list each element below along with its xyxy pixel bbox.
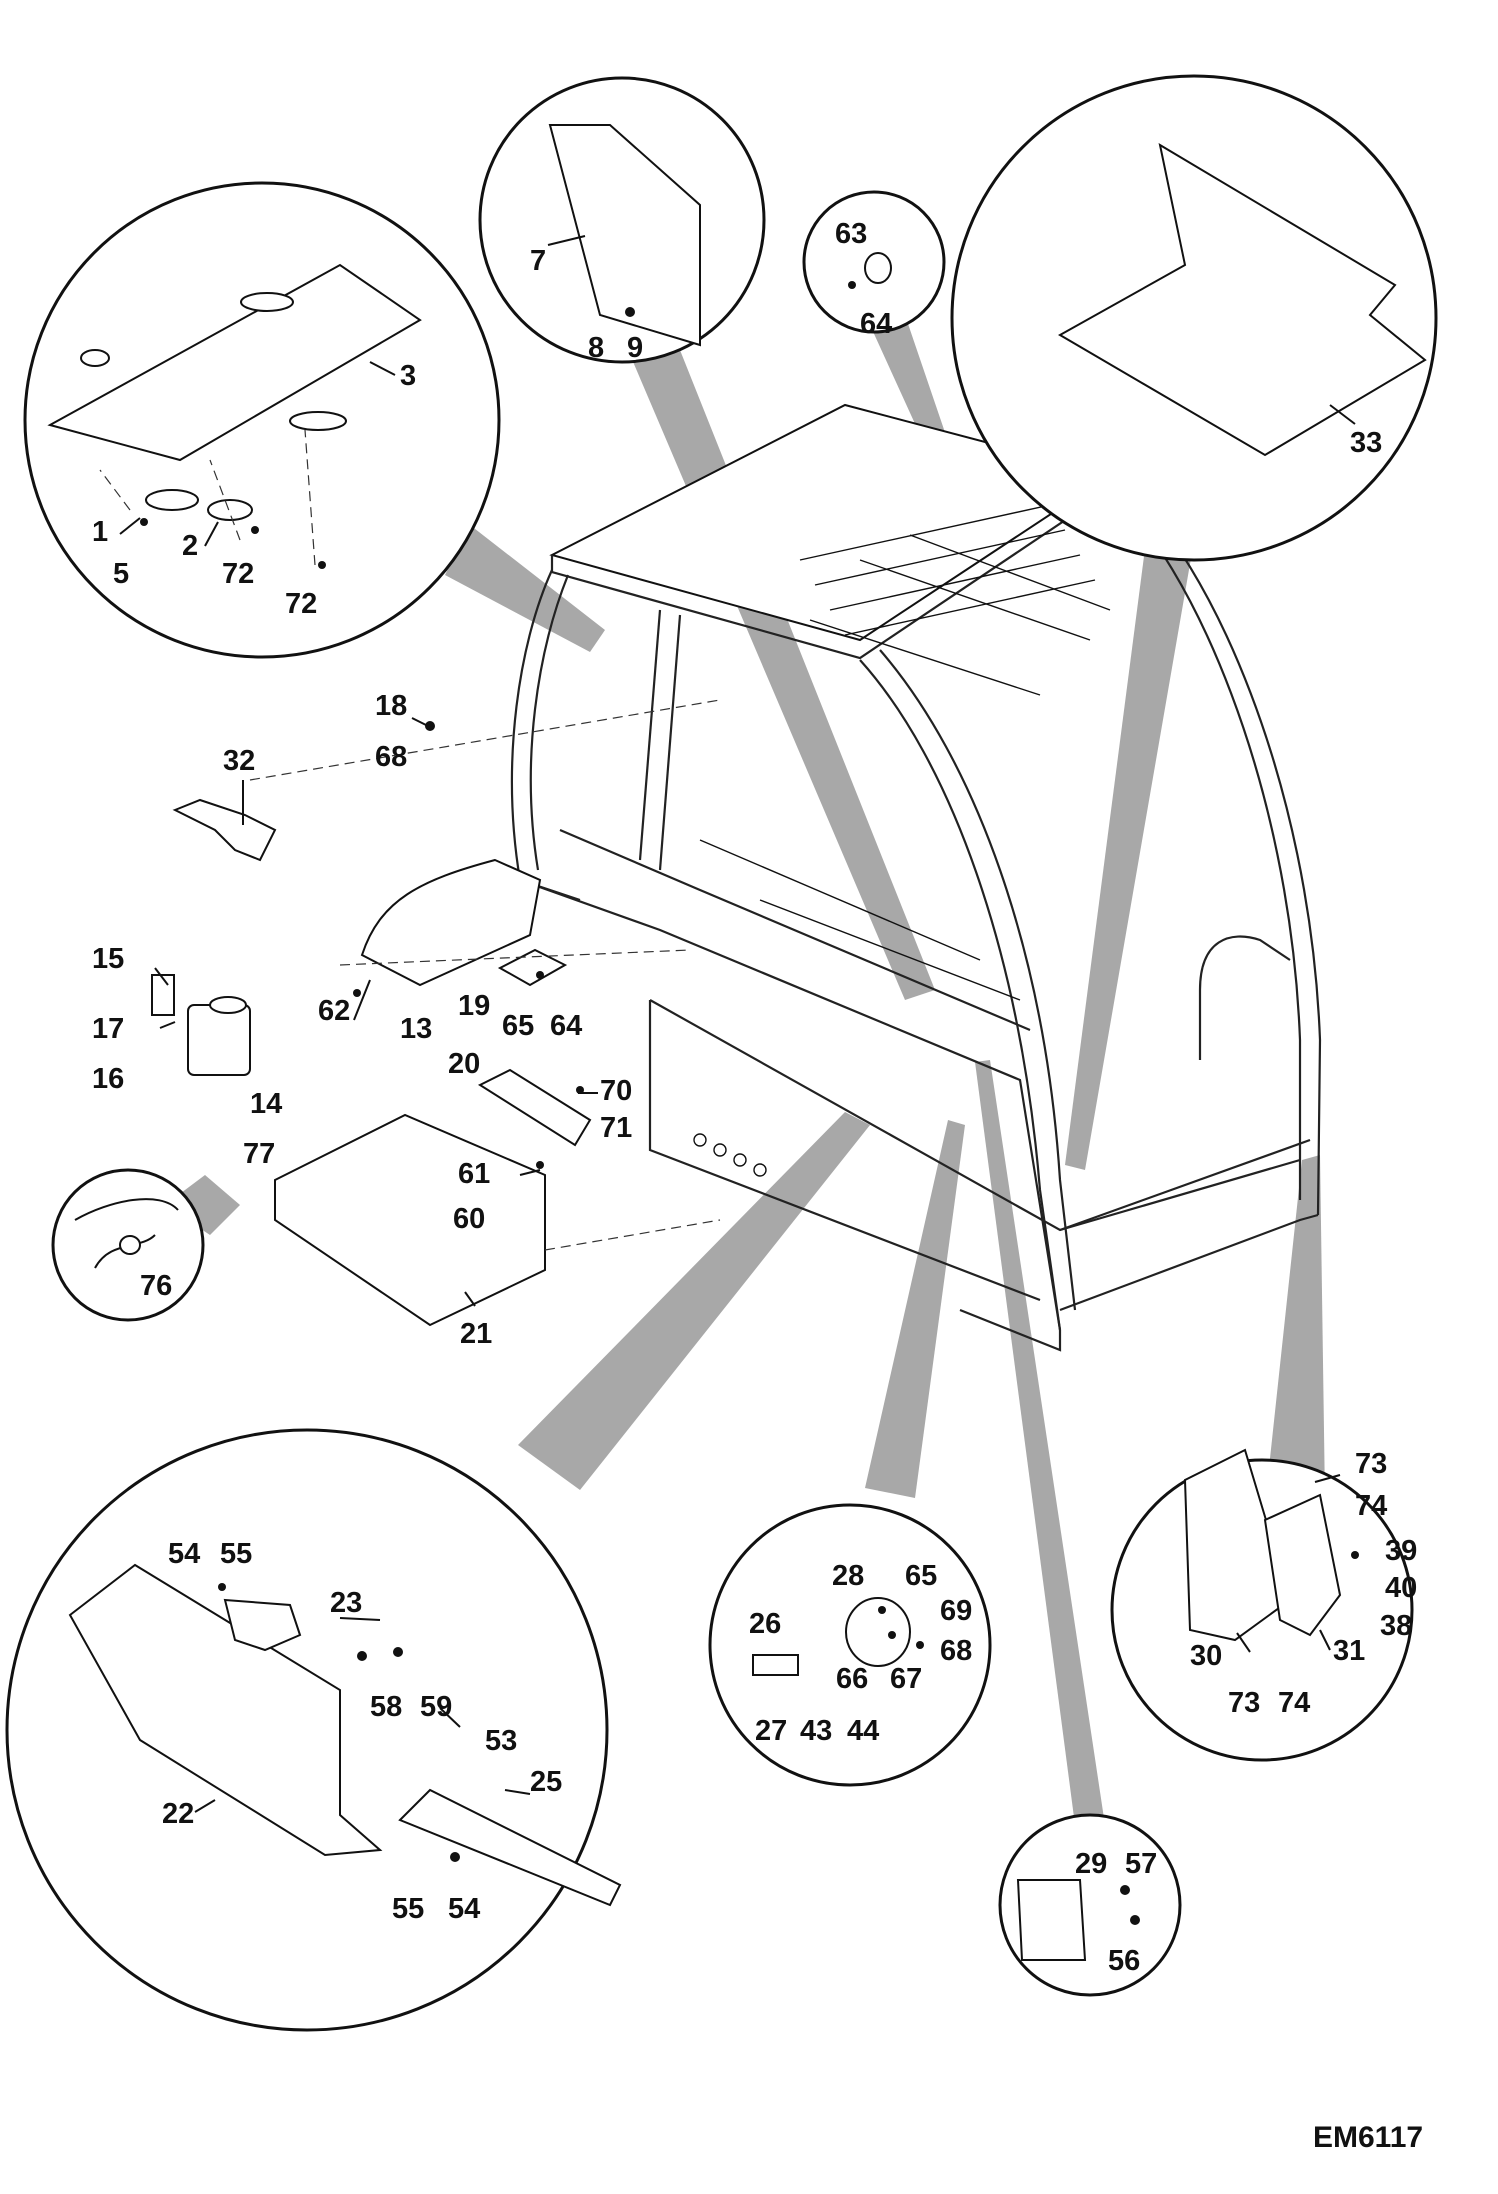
callout-20: 20	[448, 1048, 480, 1080]
callout-15: 15	[92, 943, 124, 975]
callout-64: 64	[860, 308, 892, 340]
callout-74: 74	[1355, 1490, 1387, 1522]
callout-5: 5	[113, 558, 129, 590]
callout-62: 62	[318, 995, 350, 1027]
callout-13: 13	[400, 1013, 432, 1045]
callout-21: 21	[460, 1318, 492, 1350]
callout-59: 59	[420, 1691, 452, 1723]
callout-72: 72	[285, 588, 317, 620]
callout-55: 55	[392, 1893, 424, 1925]
callout-labels: 1 2 3 5 72 72 7 8 9 63 64 33 18 68 32 15…	[92, 218, 1417, 1977]
callout-76: 76	[140, 1270, 172, 1302]
callout-74: 74	[1278, 1687, 1310, 1719]
callout-25: 25	[530, 1766, 562, 1798]
callout-43: 43	[800, 1715, 832, 1747]
callout-63: 63	[835, 218, 867, 250]
callout-1: 1	[92, 516, 108, 548]
callout-70: 70	[600, 1075, 632, 1107]
callout-61: 61	[458, 1158, 490, 1190]
callout-73: 73	[1355, 1448, 1387, 1480]
callout-58: 58	[370, 1691, 402, 1723]
callout-19: 19	[458, 990, 490, 1022]
callout-31: 31	[1333, 1635, 1365, 1667]
callout-16: 16	[92, 1063, 124, 1095]
callout-65: 65	[905, 1560, 937, 1592]
callout-66: 66	[836, 1663, 868, 1695]
callout-17: 17	[92, 1013, 124, 1045]
diagram-code: EM6117	[1313, 2121, 1423, 2154]
callout-44: 44	[847, 1715, 879, 1747]
callout-30: 30	[1190, 1640, 1222, 1672]
callout-7: 7	[530, 245, 546, 277]
headliner-panel	[47, 263, 422, 462]
loose-parts	[151, 699, 721, 1327]
detail-harness	[51, 1168, 205, 1322]
detail-pointers	[165, 315, 1325, 1825]
callout-28: 28	[832, 1560, 864, 1592]
callout-54: 54	[168, 1538, 200, 1570]
callout-67: 67	[890, 1663, 922, 1695]
detail-headliner	[23, 181, 501, 659]
callout-53: 53	[485, 1725, 517, 1757]
callout-57: 57	[1125, 1848, 1157, 1880]
callout-38: 38	[1380, 1610, 1412, 1642]
callout-73: 73	[1228, 1687, 1260, 1719]
callout-9: 9	[627, 332, 643, 364]
leader-lines	[119, 235, 1356, 1813]
callout-60: 60	[453, 1203, 485, 1235]
callout-8: 8	[588, 332, 604, 364]
callout-29: 29	[1075, 1848, 1107, 1880]
callout-22: 22	[162, 1798, 194, 1830]
callout-18: 18	[375, 690, 407, 722]
detail-side-panel	[478, 76, 766, 364]
callout-2: 2	[182, 530, 198, 562]
callout-32: 32	[223, 745, 255, 777]
detail-fastener	[802, 190, 946, 334]
detail-rear-panels	[1110, 1448, 1414, 1762]
fasteners	[140, 281, 1359, 1925]
callout-27: 27	[755, 1715, 787, 1747]
detail-plate	[998, 1813, 1182, 1997]
callout-71: 71	[600, 1112, 632, 1144]
callout-26: 26	[749, 1608, 781, 1640]
callout-23: 23	[330, 1587, 362, 1619]
callout-54: 54	[448, 1893, 480, 1925]
callout-65: 65	[502, 1010, 534, 1042]
callout-56: 56	[1108, 1945, 1140, 1977]
detail-roof-mat	[950, 74, 1438, 562]
callout-64: 64	[550, 1010, 582, 1042]
callout-72: 72	[222, 558, 254, 590]
callout-39: 39	[1385, 1535, 1417, 1567]
callout-14: 14	[250, 1088, 282, 1120]
callout-40: 40	[1385, 1572, 1417, 1604]
callout-33: 33	[1350, 427, 1382, 459]
callout-69: 69	[940, 1595, 972, 1627]
detail-side-covers	[5, 1428, 622, 2032]
callout-3: 3	[400, 360, 416, 392]
callout-68: 68	[940, 1635, 972, 1667]
callout-55: 55	[220, 1538, 252, 1570]
callout-68: 68	[375, 741, 407, 773]
callout-77: 77	[243, 1138, 275, 1170]
detail-latch	[708, 1503, 992, 1787]
